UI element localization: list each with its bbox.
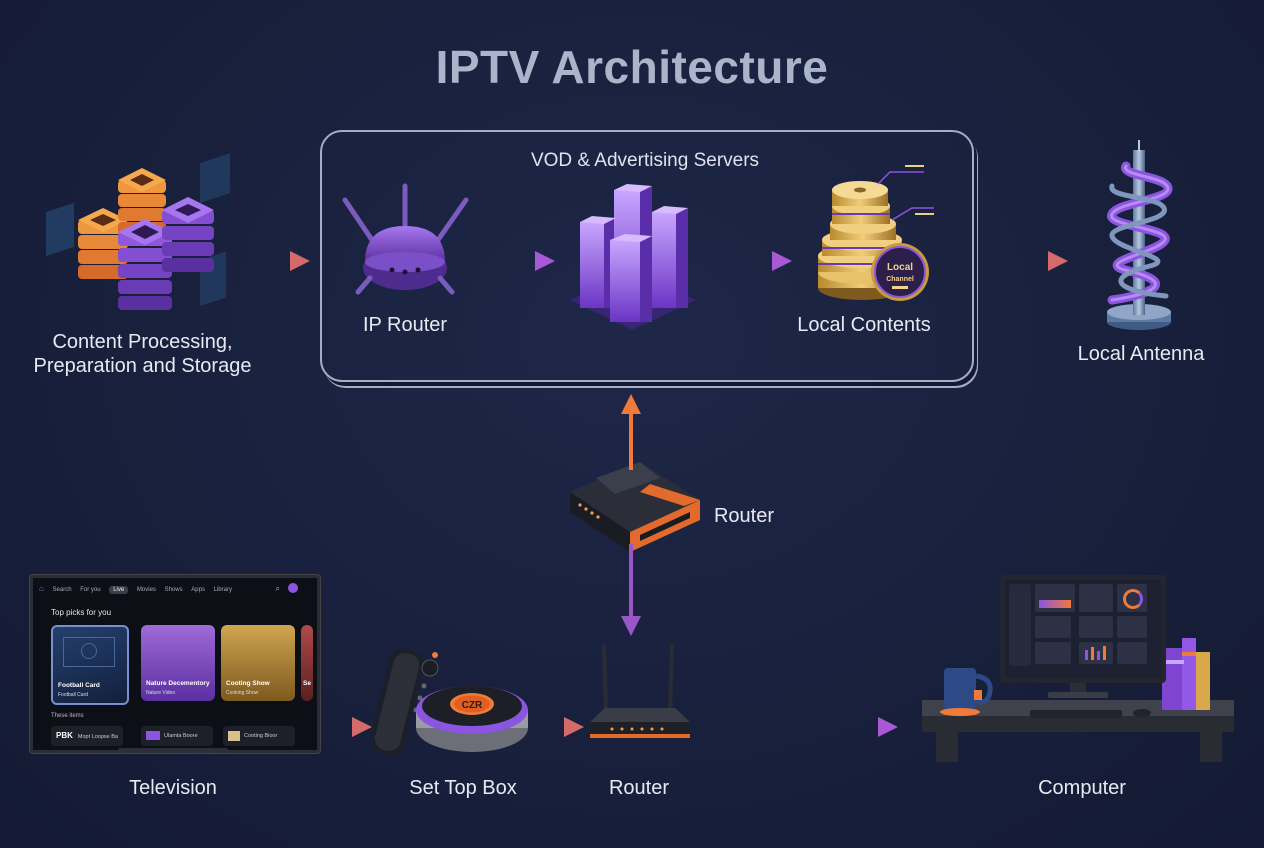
monitor-widget xyxy=(1035,616,1071,638)
tv-nav-item: Shows xyxy=(164,587,183,593)
tv-nav-item: Library xyxy=(213,587,232,593)
television-screen: ⌂ Search For you Live Movies Shows Apps … xyxy=(30,575,320,753)
arrow-stb-to-router xyxy=(536,717,584,737)
tv-card-title: Nature Decementory xyxy=(146,680,210,687)
tv-card-title: Cooting Show xyxy=(226,680,270,687)
tv-subheading: These items xyxy=(51,713,84,719)
ip-router-label: IP Router xyxy=(362,314,448,336)
local-contents-label: Local Contents xyxy=(797,314,931,336)
tv-avatar xyxy=(288,583,298,593)
monitor-widget xyxy=(1117,642,1147,664)
tv-nav-bar: ⌂ Search For you Live Movies Shows Apps … xyxy=(39,583,309,600)
tv-nav-item: For you xyxy=(80,587,101,593)
monitor-widget xyxy=(1117,616,1147,638)
arrow-router-to-towers xyxy=(472,251,555,271)
tv-card-title: Se xyxy=(303,680,311,687)
television-stand xyxy=(118,748,228,753)
tv-nav-item: Apps xyxy=(191,587,205,593)
computer-desk-icon xyxy=(922,638,1234,762)
monitor-widget xyxy=(1079,616,1113,638)
server-stack-icon xyxy=(46,153,230,310)
tv-search-icon: ⌕ xyxy=(275,584,280,593)
tv-list-row: PBK Mopt Loopse Ba xyxy=(51,726,123,746)
tv-card: Se xyxy=(301,625,313,701)
arrow-core-router-down xyxy=(621,544,641,636)
tv-card: Football Card Football Card xyxy=(51,625,129,705)
monitor-widget xyxy=(1117,584,1147,612)
set-top-box-icon: CZR xyxy=(416,686,528,752)
local-channel-badge: Local Channel xyxy=(871,243,929,301)
television-label: Television xyxy=(129,777,217,799)
tv-card-title: Football Card xyxy=(58,682,100,689)
monitor-widget xyxy=(1035,584,1075,612)
computer-monitor xyxy=(1000,575,1166,683)
tv-section-heading: Top picks for you xyxy=(51,608,112,617)
content-processing-label: Content Processing, Preparation and Stor… xyxy=(33,331,252,377)
local-antenna-label: Local Antenna xyxy=(1077,343,1205,365)
tv-card-subtitle: Football Card xyxy=(58,692,89,698)
tv-row-text: Cooting Bioor xyxy=(244,733,278,739)
computer-label: Computer xyxy=(1038,777,1126,799)
ip-router-icon xyxy=(342,183,469,295)
vod-servers-group-label: VOD & Advertising Servers xyxy=(530,150,760,171)
tv-nav-item: Search xyxy=(52,587,72,593)
tv-card: Nature Decementory Nature Video xyxy=(141,625,215,701)
arrow-group-to-antenna xyxy=(980,251,1068,271)
set-top-box-badge-text: CZR xyxy=(462,700,483,711)
monitor-widget xyxy=(1035,642,1071,664)
set-top-box-label: Set Top Box xyxy=(409,777,517,799)
monitor-widget xyxy=(1079,584,1113,612)
local-channel-badge-line1: Local xyxy=(887,262,913,273)
arrow-towers-to-local xyxy=(708,251,792,271)
vod-servers-group xyxy=(320,130,974,382)
tv-row-logo: PBK xyxy=(56,731,73,740)
home-router-label: Router xyxy=(608,777,670,799)
arrow-router-to-computer xyxy=(696,717,898,737)
arrow-content-to-router xyxy=(243,251,310,271)
local-antenna-icon xyxy=(1107,140,1173,330)
home-router-icon xyxy=(590,644,690,738)
tv-card-subtitle: Nature Video xyxy=(146,690,176,696)
tv-row-text: Ulamta Boore xyxy=(164,733,198,739)
arrow-core-router-up xyxy=(621,394,641,470)
arrow-tv-to-stb xyxy=(322,717,372,737)
tv-list-row: Ulamta Boore xyxy=(141,726,213,746)
local-channel-badge-line2: Channel xyxy=(886,276,914,283)
tv-list-row: Cooting Bioor xyxy=(223,726,295,746)
tv-nav-item-active: Live xyxy=(109,586,129,594)
tv-card: Cooting Show Cooking Show xyxy=(221,625,295,701)
monitor-widget xyxy=(1079,642,1113,664)
monitor-sidebar xyxy=(1009,584,1031,666)
tv-row-text: Mopt Loopse Ba xyxy=(77,734,118,740)
tv-card-subtitle: Cooking Show xyxy=(226,690,259,696)
vod-server-towers-icon xyxy=(570,184,696,330)
tv-nav-item: Movies xyxy=(136,587,156,593)
tv-home-icon: ⌂ xyxy=(39,584,44,593)
diagram-title: IPTV Architecture xyxy=(435,41,829,93)
core-router-icon xyxy=(570,462,700,552)
core-router-label: Router xyxy=(713,505,775,527)
